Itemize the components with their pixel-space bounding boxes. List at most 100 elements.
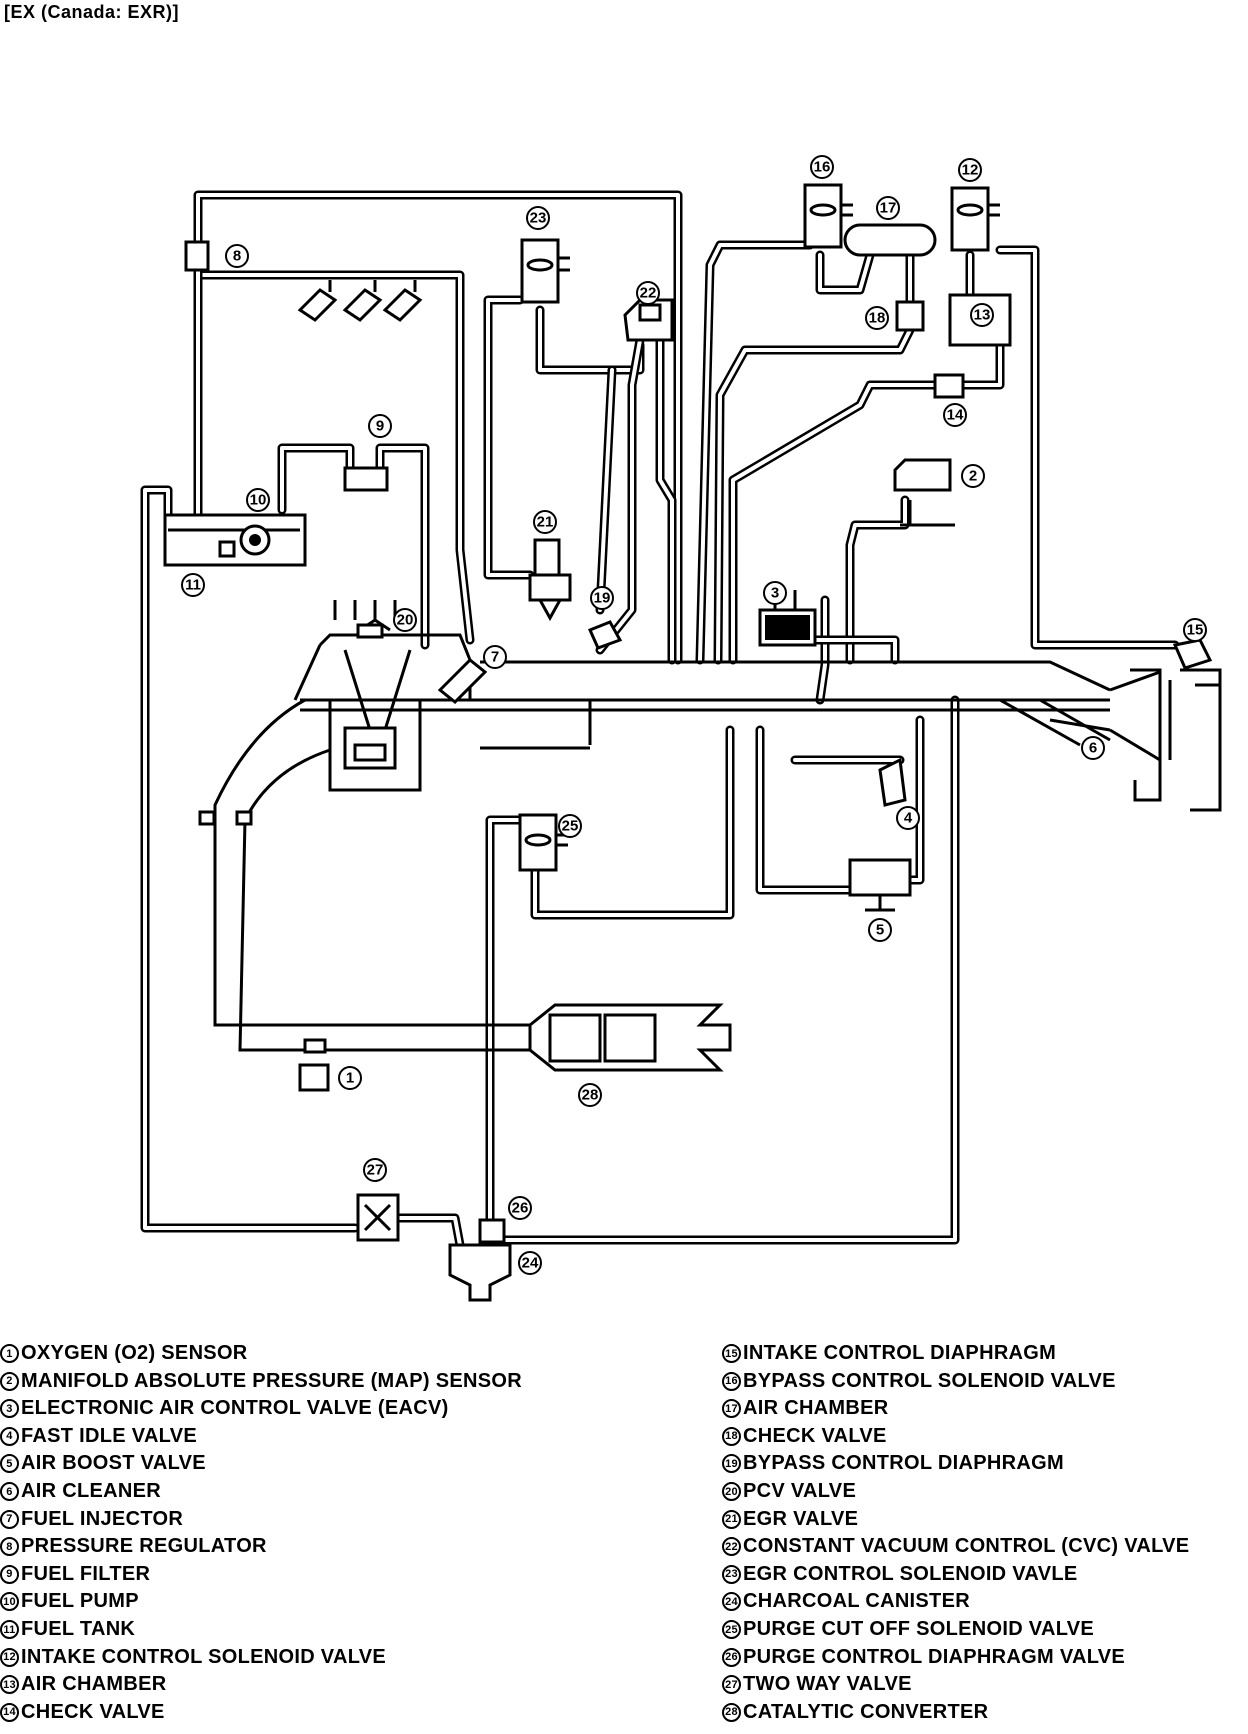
legend-number: 26 bbox=[722, 1647, 741, 1667]
bypass-control-solenoid bbox=[803, 183, 853, 249]
svg-text:9: 9 bbox=[376, 418, 384, 435]
legend-label: AIR CHAMBER bbox=[743, 1397, 889, 1420]
fast-idle-valve bbox=[878, 757, 907, 807]
legend-number: 9 bbox=[0, 1564, 19, 1584]
legend-number: 6 bbox=[0, 1482, 19, 1501]
vacuum-hoses bbox=[140, 190, 1180, 1250]
svg-text:27: 27 bbox=[367, 1162, 384, 1179]
legend-label: TWO WAY VALVE bbox=[743, 1673, 912, 1696]
legend-number: 27 bbox=[722, 1675, 741, 1695]
legend-number: 28 bbox=[722, 1702, 741, 1722]
legend-number: 25 bbox=[722, 1620, 741, 1639]
legend-number: 20 bbox=[722, 1482, 741, 1501]
svg-text:22: 22 bbox=[640, 285, 657, 302]
legend-label: ELECTRONIC AIR CONTROL VALVE (EACV) bbox=[21, 1397, 449, 1420]
legend-number: 21 bbox=[722, 1509, 741, 1529]
callout-16: 16 bbox=[810, 155, 834, 179]
legend-label: INTAKE CONTROL DIAPHRAGM bbox=[743, 1342, 1057, 1364]
callout-18: 18 bbox=[865, 306, 889, 330]
callout-27: 27 bbox=[363, 1158, 387, 1182]
piston bbox=[343, 726, 397, 770]
pressure-regulator bbox=[184, 240, 210, 272]
callout-13: 13 bbox=[970, 303, 994, 327]
egr-control-solenoid bbox=[520, 238, 570, 304]
legend-label: BYPASS CONTROL DIAPHRAGM bbox=[743, 1452, 1064, 1475]
legend-number: 23 bbox=[722, 1564, 741, 1584]
svg-text:8: 8 bbox=[233, 248, 241, 265]
legend-number: 19 bbox=[722, 1454, 741, 1474]
legend-number: 7 bbox=[0, 1509, 19, 1529]
callout-28: 28 bbox=[578, 1083, 602, 1107]
svg-text:15: 15 bbox=[1187, 622, 1204, 639]
svg-text:2: 2 bbox=[969, 468, 977, 485]
page-title: [EX (Canada: EXR)] bbox=[4, 2, 180, 22]
svg-text:23: 23 bbox=[530, 210, 547, 227]
svg-text:10: 10 bbox=[250, 492, 267, 509]
legend-number: 8 bbox=[0, 1537, 19, 1557]
svg-text:19: 19 bbox=[594, 590, 611, 607]
callout-26: 26 bbox=[508, 1196, 532, 1220]
svg-text:1: 1 bbox=[346, 1070, 354, 1087]
callout-20: 20 bbox=[393, 608, 417, 632]
callout-7: 7 bbox=[483, 645, 507, 669]
legend-label: AIR BOOST VALVE bbox=[21, 1452, 206, 1475]
legend-number: 17 bbox=[722, 1399, 741, 1419]
svg-text:17: 17 bbox=[880, 200, 897, 217]
legend-label: FUEL TANK bbox=[21, 1618, 136, 1640]
legend-number: 14 bbox=[0, 1702, 19, 1722]
legend-number: 10 bbox=[0, 1592, 19, 1612]
legend-label: CHARCOAL CANISTER bbox=[743, 1590, 970, 1613]
callout-2: 2 bbox=[961, 464, 985, 488]
svg-text:28: 28 bbox=[582, 1087, 599, 1104]
legend-label: AIR CHAMBER bbox=[21, 1673, 167, 1696]
callout-24: 24 bbox=[518, 1251, 542, 1275]
legend-number: 4 bbox=[0, 1426, 19, 1446]
intake-manifold bbox=[300, 660, 1222, 812]
legend-label: CHECK VALVE bbox=[21, 1700, 165, 1723]
callout-21: 21 bbox=[533, 510, 557, 534]
callout-9: 9 bbox=[368, 414, 392, 438]
callouts: 1 2 3 4 5 6 7 8 9 10 11 12 13 14 15 16 1… bbox=[181, 155, 1207, 1275]
legend-number: 15 bbox=[722, 1344, 741, 1363]
legend-label: FUEL INJECTOR bbox=[21, 1507, 184, 1530]
callout-3: 3 bbox=[763, 581, 787, 605]
legend-label: BYPASS CONTROL SOLENOID VALVE bbox=[743, 1369, 1116, 1392]
callout-8: 8 bbox=[225, 244, 249, 268]
svg-text:13: 13 bbox=[974, 307, 991, 324]
legend-number: 11 bbox=[0, 1620, 19, 1639]
callout-6: 6 bbox=[1081, 736, 1105, 760]
legend-label: FAST IDLE VALVE bbox=[21, 1424, 197, 1447]
callout-25: 25 bbox=[558, 814, 582, 838]
callout-12: 12 bbox=[958, 158, 982, 182]
air-chamber-17 bbox=[843, 223, 937, 257]
legend-label: MANIFOLD ABSOLUTE PRESSURE (MAP) SENSOR bbox=[21, 1369, 522, 1392]
legend-number: 22 bbox=[722, 1537, 741, 1557]
egr-valve bbox=[528, 538, 572, 622]
callout-15: 15 bbox=[1183, 618, 1207, 642]
callout-23: 23 bbox=[526, 206, 550, 230]
legend-label: PURGE CONTROL DIAPHRAGM VALVE bbox=[743, 1645, 1126, 1668]
legend-label: CHECK VALVE bbox=[743, 1424, 887, 1447]
fuel-injectors bbox=[297, 280, 423, 322]
legend-label: PURGE CUT OFF SOLENOID VALVE bbox=[743, 1618, 1095, 1640]
two-way-valve bbox=[356, 1193, 400, 1242]
legend-label: OXYGEN (O2) SENSOR bbox=[21, 1342, 248, 1364]
cvc-valve bbox=[623, 298, 674, 342]
engine-cylinder bbox=[198, 600, 530, 1052]
svg-text:24: 24 bbox=[522, 1255, 539, 1272]
legend-number: 1 bbox=[0, 1344, 19, 1363]
intake-control-diaphragm bbox=[1172, 638, 1213, 670]
callout-17: 17 bbox=[876, 196, 900, 220]
map-sensor bbox=[893, 458, 955, 527]
